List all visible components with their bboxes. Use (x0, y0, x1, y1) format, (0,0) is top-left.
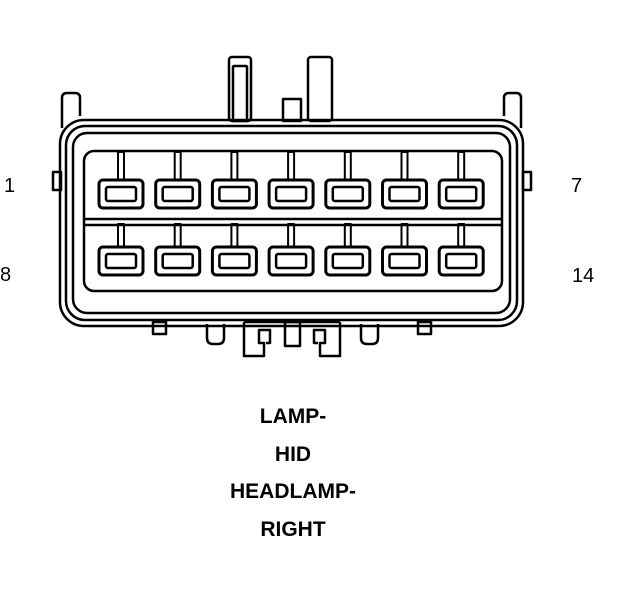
bottom-lock-features (151, 320, 433, 358)
pin-label-8: 8 (0, 264, 12, 286)
terminal-cavity-6 (381, 151, 428, 210)
terminal-cavity-5 (324, 151, 372, 210)
terminal-cavity-14 (437, 223, 485, 277)
terminal-cavity-1 (97, 151, 145, 210)
caption-line-2: HID (274, 443, 312, 466)
top-latch-tabs (227, 55, 334, 123)
caption-line-1: LAMP- (259, 405, 327, 428)
caption-line-3: HEADLAMP- (230, 480, 356, 503)
terminal-cavity-13 (381, 223, 428, 277)
terminal-cavity-3 (210, 151, 258, 210)
terminal-cavities (97, 151, 485, 277)
pin-label-7: 7 (571, 175, 583, 197)
caption-line-4: RIGHT (260, 518, 326, 541)
pin-label-14: 14 (572, 265, 595, 287)
terminal-cavity-8 (97, 223, 145, 277)
terminal-cavity-10 (210, 223, 258, 277)
terminal-cavity-4 (267, 151, 315, 210)
terminal-cavity-11 (267, 223, 315, 277)
terminal-cavity-12 (324, 223, 372, 277)
terminal-cavity-2 (154, 151, 202, 210)
terminal-cavity-7 (437, 151, 485, 210)
terminal-cavity-9 (154, 223, 202, 277)
pin-label-1: 1 (4, 175, 16, 197)
